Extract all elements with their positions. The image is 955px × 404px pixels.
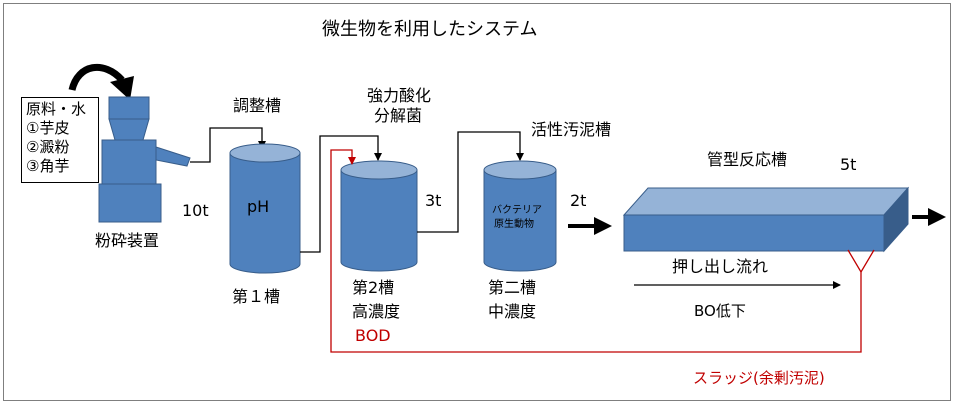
pipe-tank1-tank2 [300, 135, 382, 253]
input-line: ③角芋 [26, 157, 70, 175]
tubular-reactor [622, 186, 910, 253]
crusher-machine [98, 96, 191, 223]
pipe-crusher-tank1 [190, 127, 266, 163]
input-materials-box: 原料・水 ①芋皮 ②澱粉 ③角芋 [21, 97, 99, 183]
arrow-output [912, 208, 946, 226]
input-line: 原料・水 [26, 100, 87, 118]
tank2-bod-label: BOD [355, 326, 391, 345]
tank1-inner-label: pH [247, 197, 270, 216]
arrow-tank3-reactor [568, 217, 612, 235]
input-line: ②澱粉 [26, 138, 70, 156]
tank3-cylinder [483, 160, 557, 272]
sludge-return-line [330, 149, 875, 353]
input-line: ①芋皮 [26, 119, 70, 137]
tank1-caption: 第１槽 [232, 287, 281, 306]
pipe-tank2-tank3 [417, 131, 524, 233]
tank2-caption-line1: 第2槽 [352, 278, 395, 297]
push-flow-label: 押し出し流れ [672, 257, 769, 276]
crusher-label: 粉砕装置 [95, 231, 160, 250]
flow-10t-label: 10t [182, 201, 209, 220]
tank3-inner-line1: バクテリア [492, 205, 542, 216]
sludge-label: スラッジ(余剰汚泥) [693, 369, 825, 387]
tank3-caption-line1: 第二槽 [488, 278, 537, 297]
tank3-caption-line2: 中濃度 [488, 302, 537, 321]
feed-arrow [68, 63, 134, 100]
reactor-capacity: 5t [840, 155, 857, 174]
flow-3t-label: 3t [425, 191, 442, 210]
tank3-name: 活性汚泥槽 [531, 120, 612, 139]
flow-2t-label: 2t [570, 191, 587, 210]
reactor-name: 管型反応槽 [707, 150, 788, 169]
tank2-name-line1: 強力酸化 [367, 86, 432, 105]
tank2-caption-line2: 高濃度 [352, 302, 401, 321]
tank3-inner-line2: 原生動物 [494, 219, 534, 230]
tank2-name-line2: 分解菌 [374, 106, 423, 125]
tank2-cylinder [340, 160, 418, 272]
tank1-name: 調整槽 [233, 96, 282, 115]
tank1-cylinder [229, 143, 301, 274]
diagram-title: 微生物を利用したシステム [322, 19, 538, 40]
bo-decrease-label: BO低下 [694, 302, 746, 320]
